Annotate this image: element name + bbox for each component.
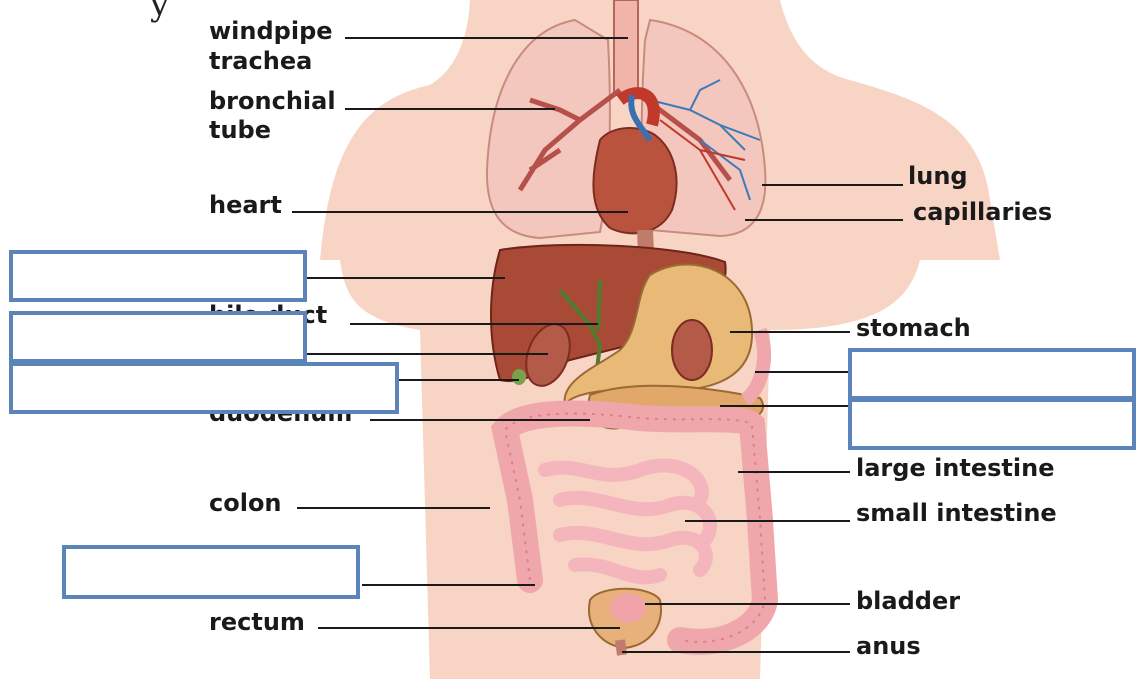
answer-blank-pancreas-left[interactable] xyxy=(9,362,399,414)
rectum-shape xyxy=(620,640,622,655)
heart-shape xyxy=(593,128,676,233)
answer-blank-esophagus[interactable] xyxy=(848,348,1136,400)
answer-blank-appendix[interactable] xyxy=(62,545,360,599)
label-small-intestine: small intestine xyxy=(856,500,1057,526)
label-lung: lung xyxy=(908,163,968,189)
answer-blank-liver[interactable] xyxy=(9,250,307,302)
label-stomach: stomach xyxy=(856,315,971,341)
label-anus: anus xyxy=(856,633,921,659)
answer-blank-gallbladder[interactable] xyxy=(9,311,307,363)
trachea-shape xyxy=(614,0,638,95)
kidney-right xyxy=(672,320,712,380)
label-rectum: rectum xyxy=(209,609,305,635)
label-heart: heart xyxy=(209,192,282,218)
label-tube: tube xyxy=(209,117,271,143)
title-fragment: y xyxy=(150,0,169,24)
label-large-intestine: large intestine xyxy=(856,455,1054,481)
label-colon: colon xyxy=(209,490,282,516)
label-bronchial: bronchial xyxy=(209,88,336,114)
answer-blank-pancreas-right[interactable] xyxy=(848,398,1136,450)
label-bladder: bladder xyxy=(856,588,960,614)
label-capillaries: capillaries xyxy=(913,199,1052,225)
label-trachea: trachea xyxy=(209,48,312,74)
label-windpipe: windpipe xyxy=(209,18,333,44)
gallbladder-shape xyxy=(512,369,526,385)
